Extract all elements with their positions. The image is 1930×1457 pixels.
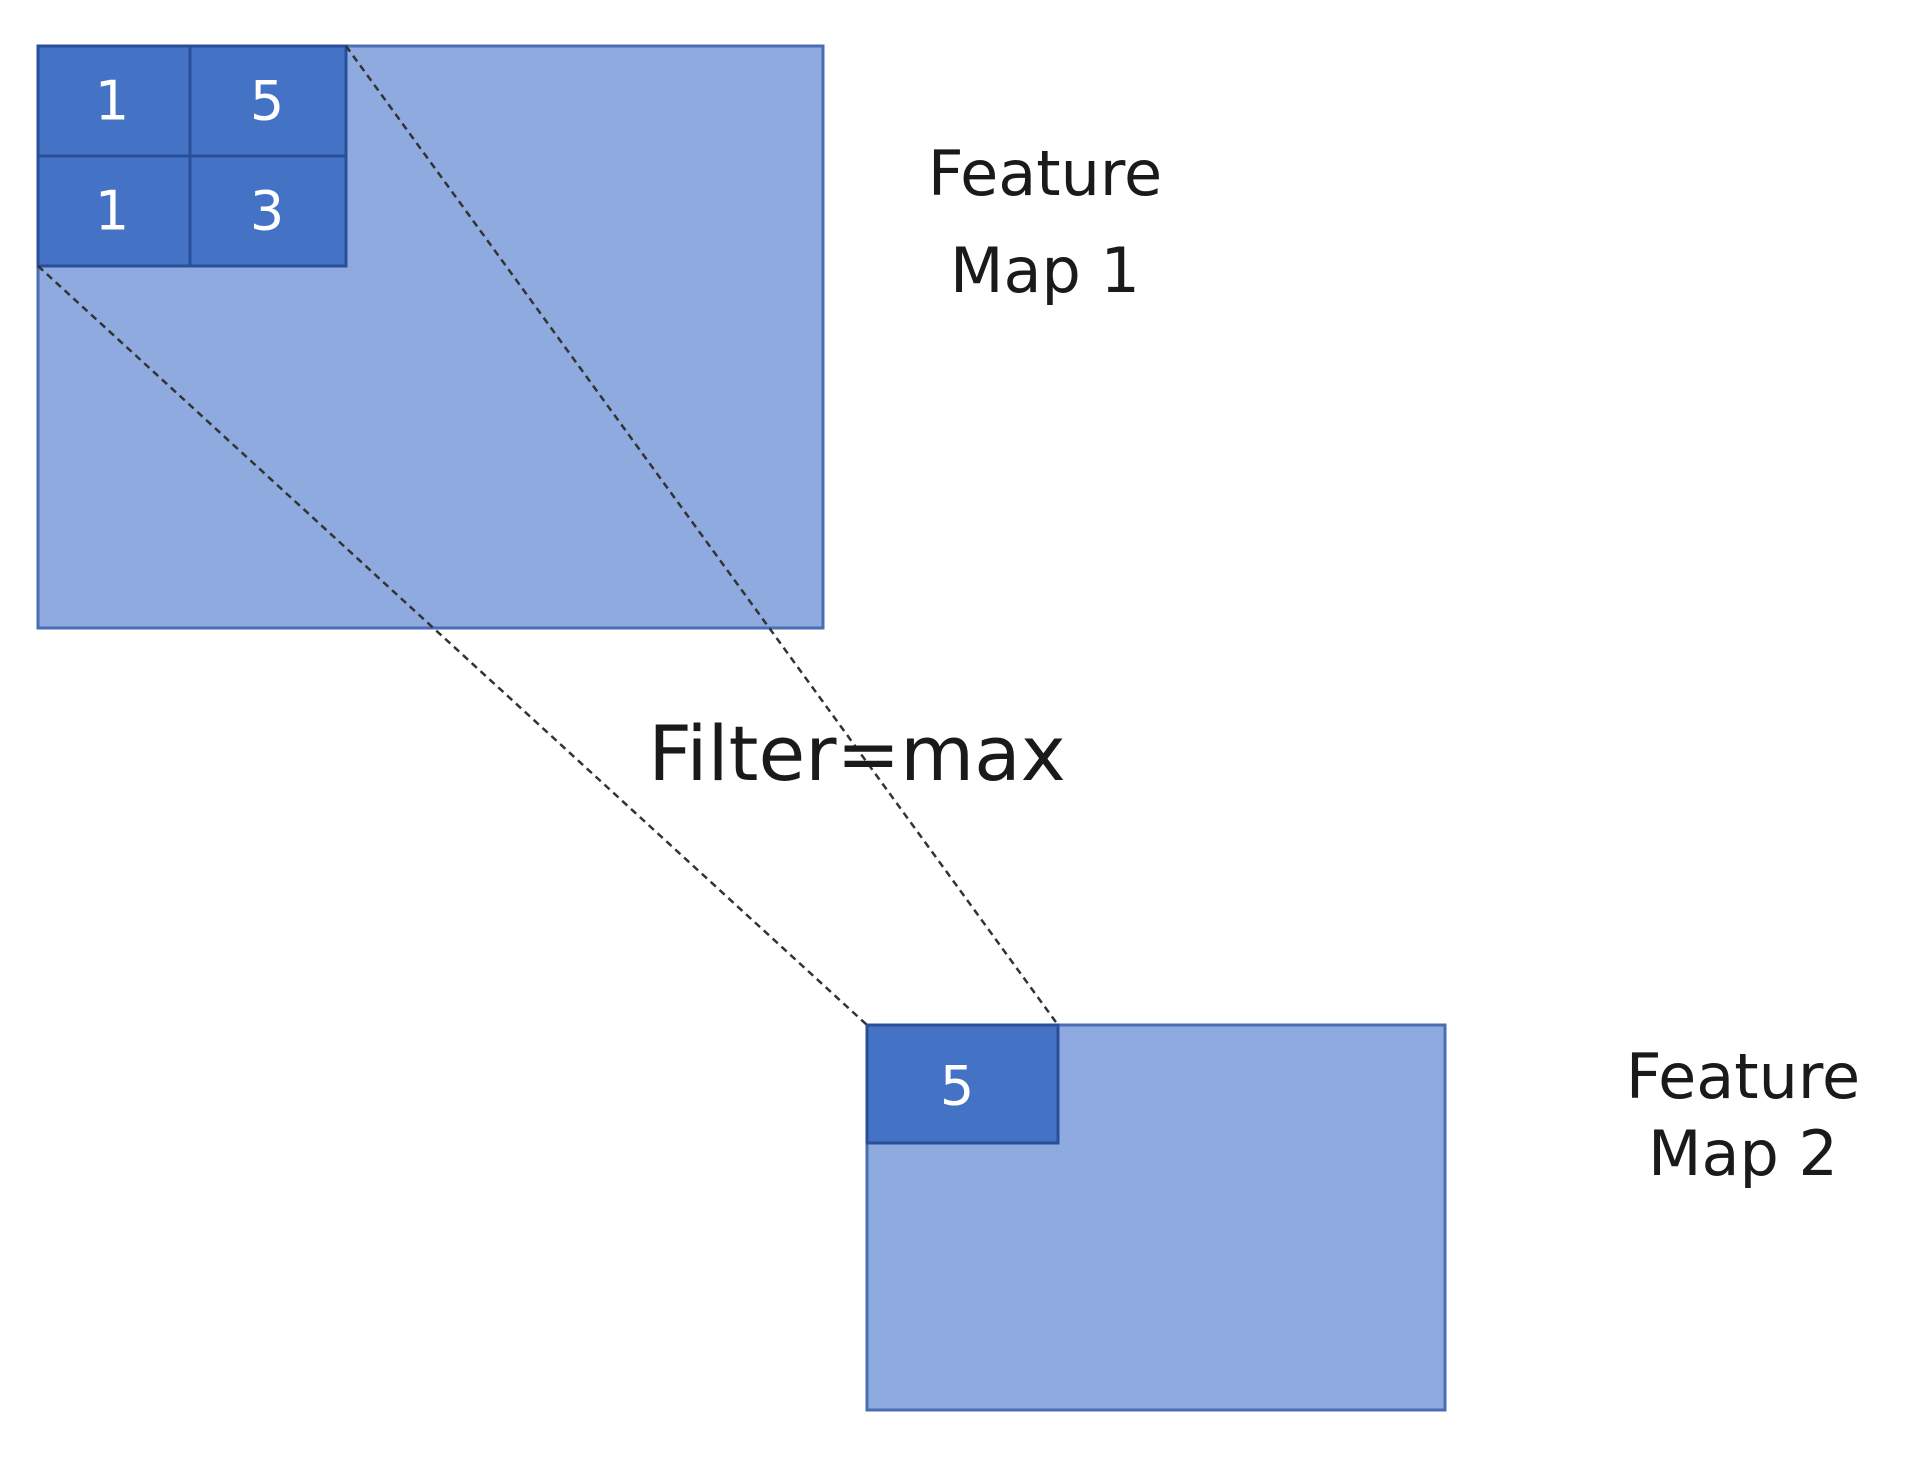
feature-map-2-label-line2: Map 2 [1648, 1117, 1838, 1190]
pool-cell-value-top-right: 5 [250, 70, 284, 133]
feature-map-2: 5 Feature Map 2 [865, 1023, 1860, 1412]
feature-map-1-label-line2: Map 1 [950, 234, 1140, 307]
feature-map-1: 1 5 1 3 Feature Map 1 [36, 44, 1162, 630]
feature-map-2-label-line1: Feature [1626, 1040, 1860, 1113]
output-cell [865, 1023, 1060, 1145]
feature-map-1-label-line1: Feature [928, 137, 1162, 210]
pool-cell-top-left [36, 44, 192, 158]
connector-line-left [37, 265, 868, 1026]
pool-cell-value-top-left: 1 [95, 70, 129, 133]
connector-line-right [344, 45, 1060, 1026]
pool-cell-value-bottom-right: 3 [250, 180, 284, 243]
pool-cell-bottom-right [188, 154, 348, 268]
filter-operation-label: Filter=max [648, 709, 1065, 798]
output-cell-value: 5 [940, 1055, 974, 1118]
pool-cell-value-bottom-left: 1 [95, 180, 129, 243]
pool-window: 1 5 1 3 [36, 44, 348, 268]
